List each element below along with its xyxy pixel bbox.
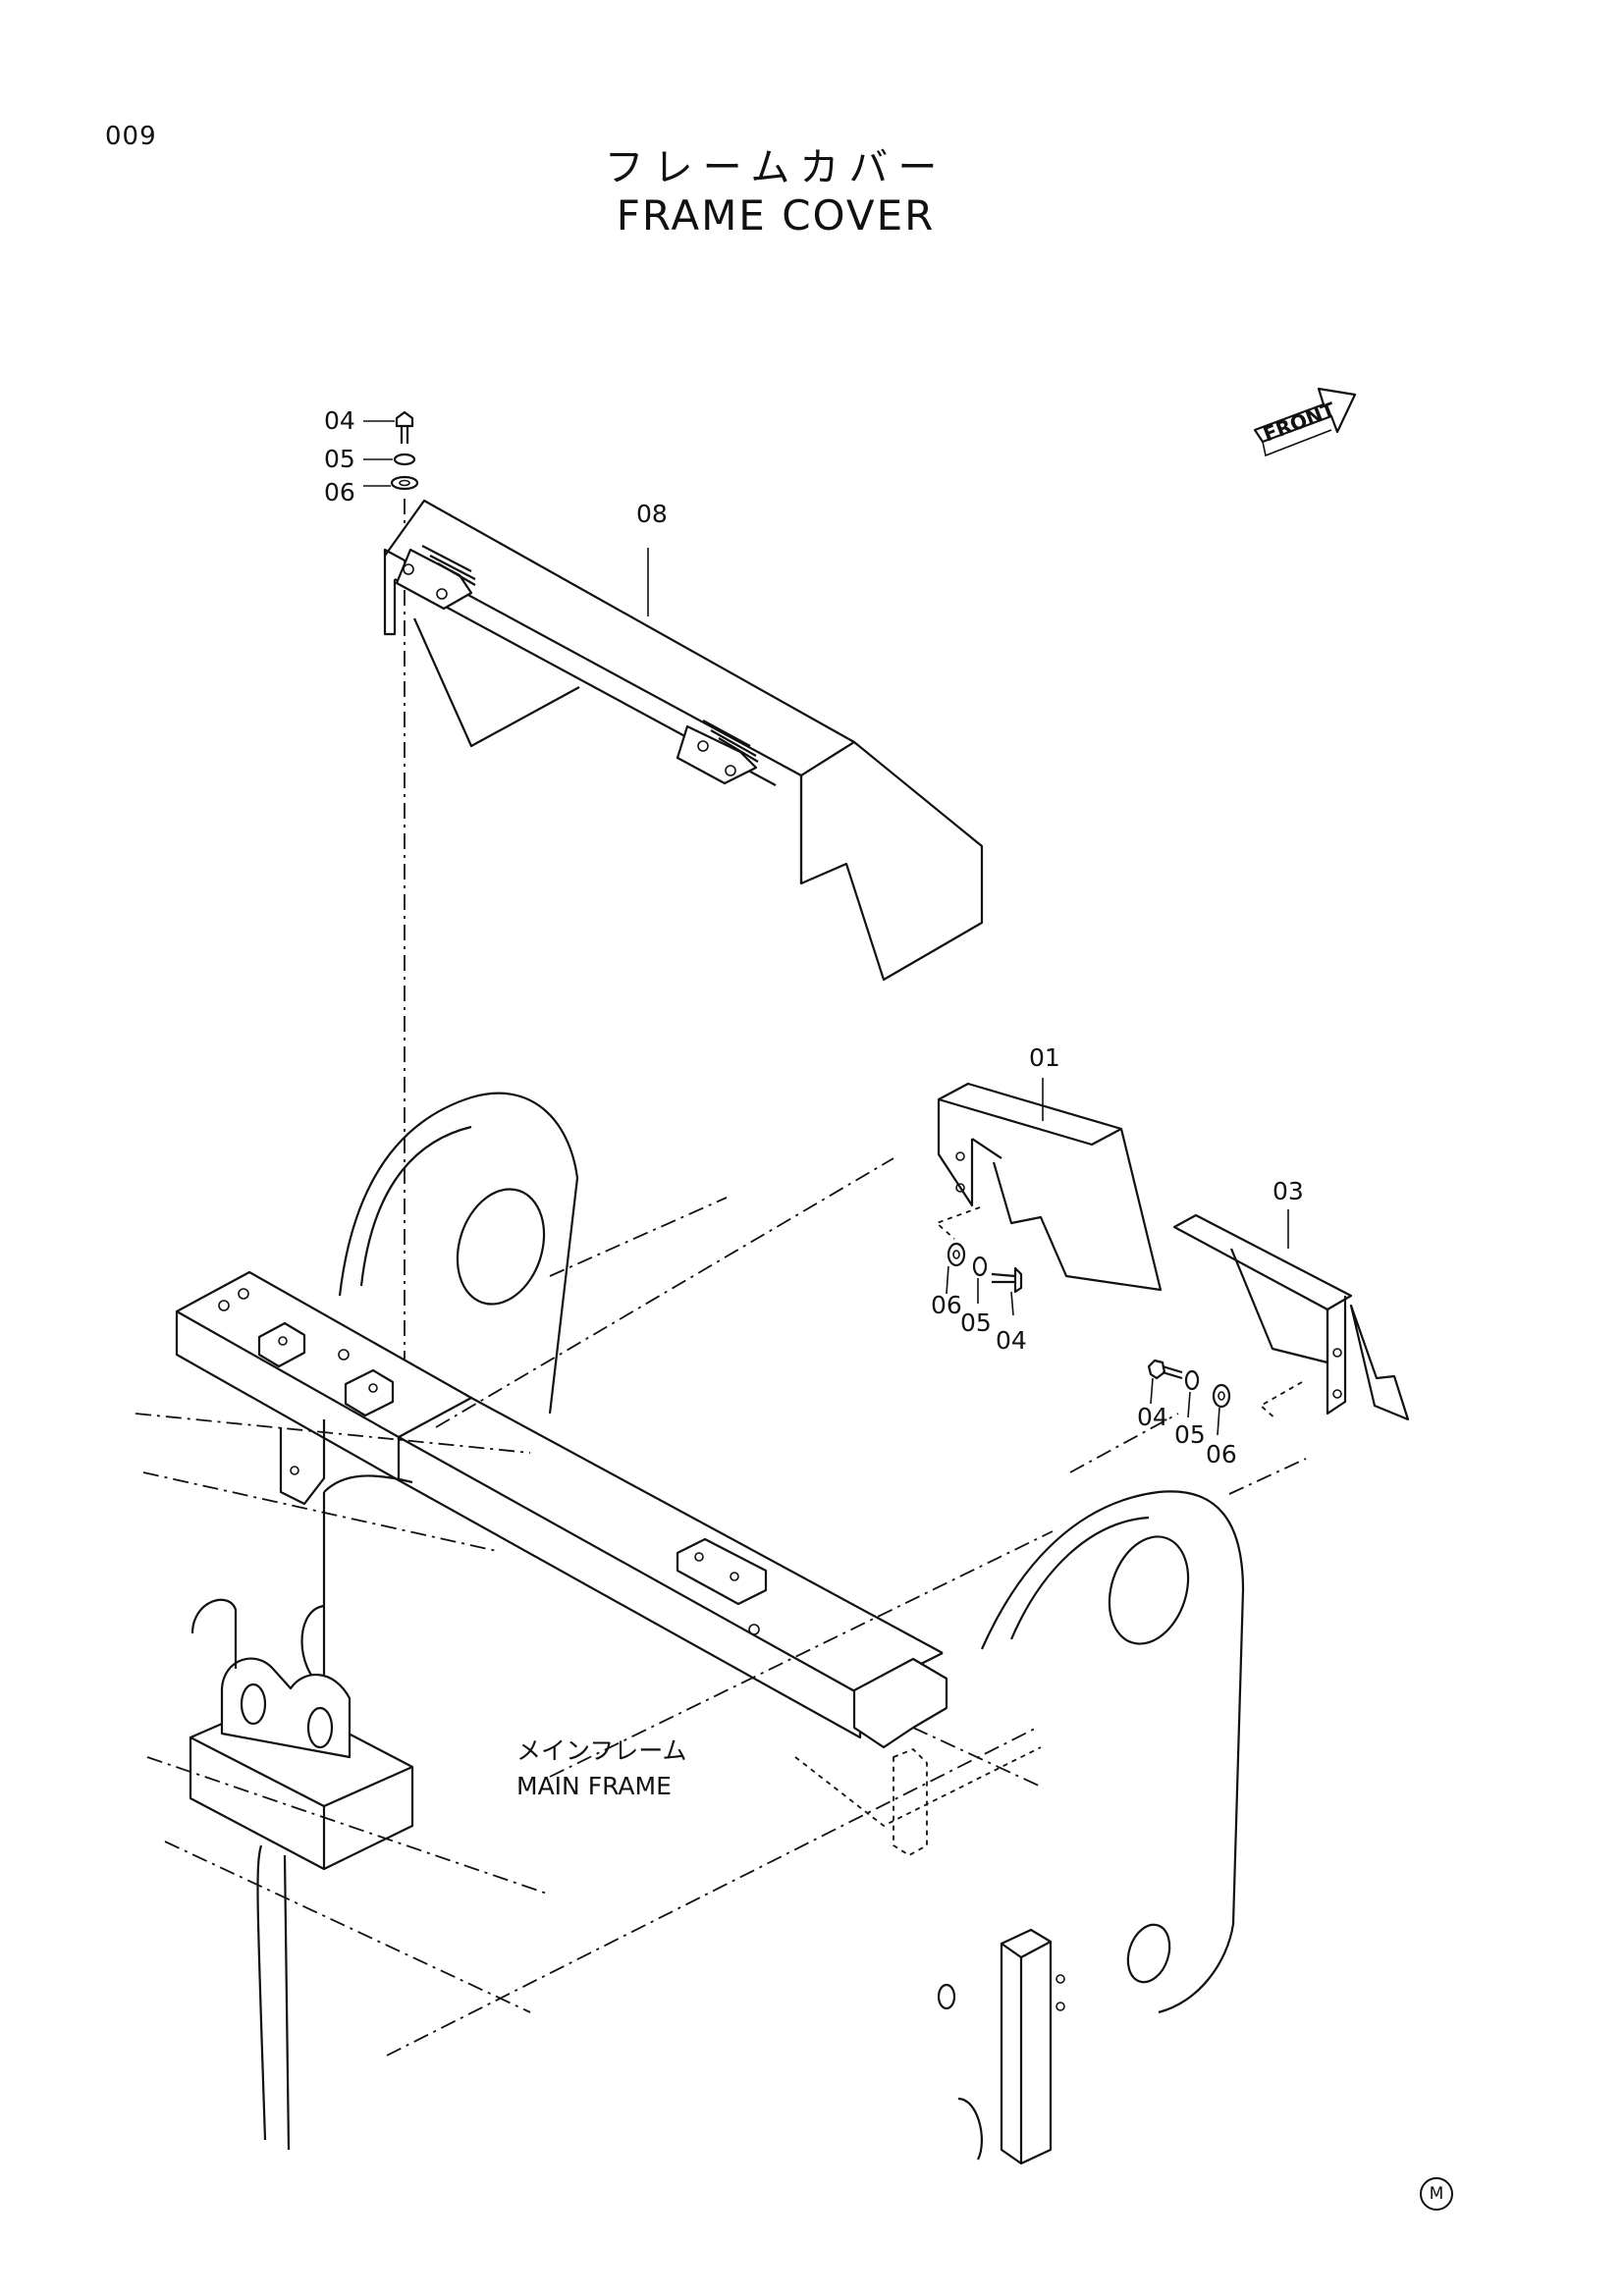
- right-fastener-stack: [1147, 1359, 1231, 1436]
- callout-left-bolt: 04: [996, 1326, 1027, 1355]
- corner-mark: M: [1420, 2177, 1453, 2211]
- title-japanese: フレームカバー: [604, 145, 947, 190]
- page-number: 009: [105, 122, 157, 151]
- callout-cover-08: 08: [636, 500, 668, 528]
- callout-top-lockwasher: 05: [324, 445, 355, 473]
- front-arrow-label: FRONT: [1260, 398, 1338, 447]
- cover-part-03: [1172, 1213, 1410, 1421]
- callout-left-washer: 06: [931, 1291, 962, 1319]
- callout-right-lockwasher: 05: [1174, 1420, 1206, 1449]
- callout-right-washer: 06: [1206, 1440, 1237, 1468]
- top-fastener-stack: [363, 410, 419, 491]
- front-arrow: FRONT: [1253, 387, 1357, 457]
- left-fastener-stack: [946, 1242, 1023, 1316]
- callout-left-lockwasher: 05: [960, 1308, 992, 1337]
- callout-cover-01: 01: [1029, 1043, 1060, 1072]
- cover-part-01: [935, 1082, 1163, 1292]
- callout-cover-03: 03: [1272, 1177, 1304, 1205]
- cover-part-08: [383, 499, 984, 982]
- main-frame: [135, 1092, 1307, 2165]
- callout-right-bolt: 04: [1137, 1403, 1168, 1431]
- callout-top-bolt: 04: [324, 406, 355, 435]
- main-frame-label-jp: メインフレーム: [516, 1736, 687, 1765]
- title-english: FRAME COVER: [616, 191, 936, 240]
- main-frame-label-en: MAIN FRAME: [516, 1772, 672, 1800]
- callout-top-washer: 06: [324, 478, 355, 507]
